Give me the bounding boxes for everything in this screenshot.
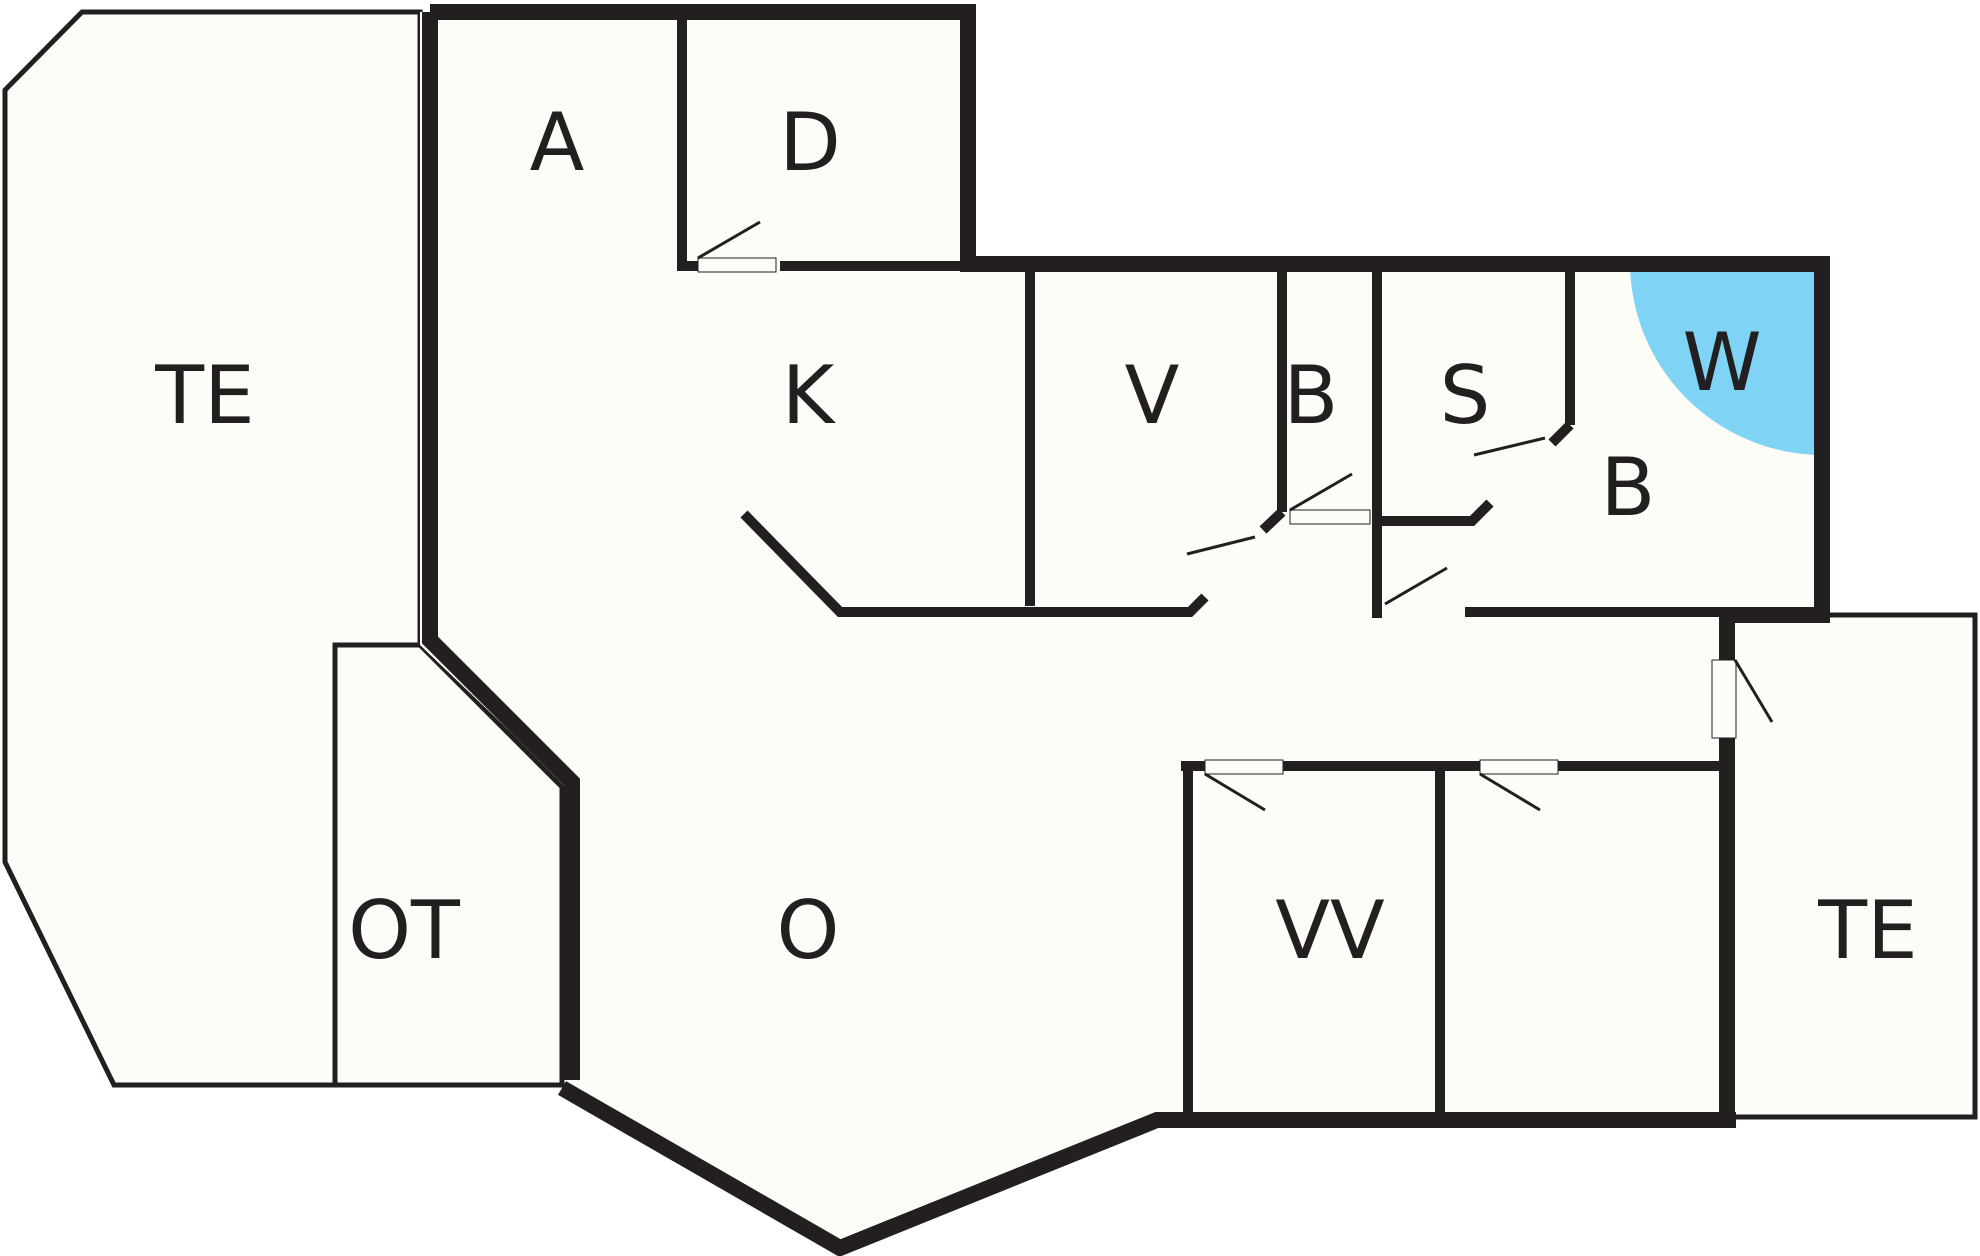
label-outdoor-storage: OT [348, 884, 461, 977]
label-storage-s: S [1440, 349, 1491, 442]
wall-storage-s-diagonal-lower [1380, 499, 1494, 526]
door-swing-bedroom-a [1204, 772, 1266, 812]
door-swing-storage [697, 220, 761, 260]
door-gap-storage [697, 257, 777, 273]
door-swing-storage-s [1473, 436, 1546, 457]
outdoor-storage-area [332, 642, 565, 1088]
door-swing-bathroom [1384, 566, 1448, 606]
label-living: O [777, 884, 840, 977]
wall-laundry-door-diag [1259, 508, 1286, 534]
exterior-wall-north [430, 4, 1830, 623]
door-swing-bath-small [1289, 472, 1353, 512]
label-terrace-west: TE [154, 349, 254, 442]
label-terrace-east: TE [1817, 884, 1917, 977]
shower-area [1630, 262, 1822, 455]
exterior-wall-south [558, 1081, 1736, 1256]
terrace-east-area [1729, 612, 1978, 1120]
label-shower: W [1682, 316, 1761, 409]
label-kitchen: K [782, 349, 837, 442]
door-swing-bedroom-b [1479, 772, 1541, 812]
door-gap-bedroom-a [1204, 759, 1284, 775]
label-storage-d: D [779, 96, 841, 189]
door-gap-bath-small [1289, 509, 1371, 525]
door-swing-terrace-east [1733, 659, 1774, 723]
label-bathroom-small: B [1284, 349, 1339, 442]
interior-floor [420, 12, 1822, 1248]
door-gap-bedroom-b [1479, 759, 1559, 775]
label-laundry: V [1125, 349, 1180, 442]
door-swing-laundry [1186, 535, 1256, 556]
wall-storage-s-diagonal [1548, 421, 1574, 447]
label-bedrooms: VV [1275, 884, 1385, 977]
label-bathroom: B [1601, 441, 1656, 534]
exterior-wall-west [422, 12, 580, 1080]
label-entrance: A [530, 96, 585, 189]
wall-kitchen-south [740, 510, 1209, 617]
door-gap-terrace-east [1711, 659, 1737, 739]
